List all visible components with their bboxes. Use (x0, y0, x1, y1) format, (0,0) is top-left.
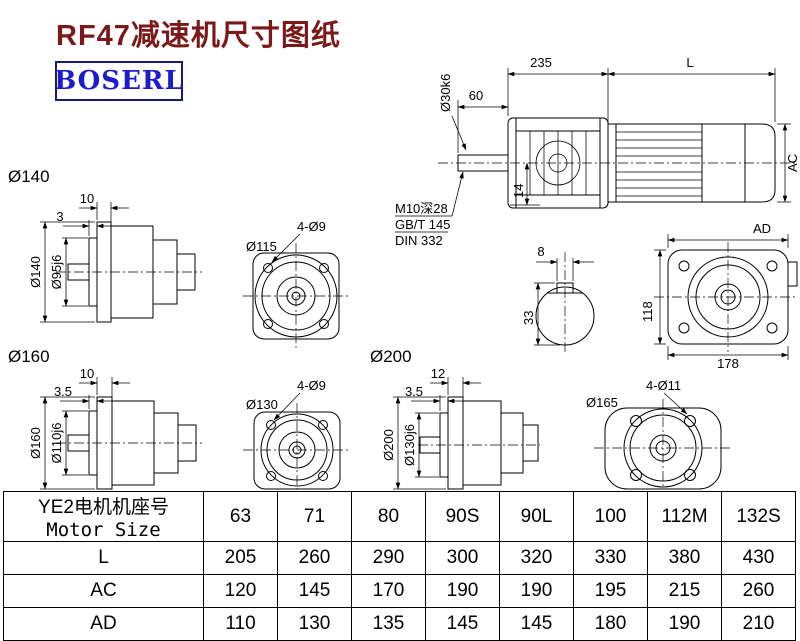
value-cell: 190 (425, 574, 500, 608)
dim-10: 10 (80, 191, 94, 206)
value-cell: 260 (277, 541, 352, 575)
size-header-cell: 112M (647, 491, 722, 542)
value-cell: 300 (425, 541, 500, 575)
dim-key-width: 8 (537, 244, 544, 259)
flange-160-title: Ø160 (8, 347, 50, 366)
dim-12: 12 (431, 366, 445, 381)
value-cell: 170 (351, 574, 426, 608)
value-cell: 110 (203, 607, 278, 641)
bolt-circle-130-label: Ø130 (246, 397, 278, 412)
value-cell: 120 (203, 574, 278, 608)
dim-L: L (686, 55, 693, 70)
bolt-circle-165-label: Ø165 (586, 395, 618, 410)
dim-dia-200: Ø200 (381, 429, 396, 461)
size-header-cell: 63 (203, 491, 278, 542)
technical-drawing: 235 L 60 Ø30k6 AC 14 M10深28 GB/T 145 DIN… (8, 55, 800, 490)
motor-size-header-cell: YE2电机机座号 Motor Size (3, 491, 204, 542)
motor-size-label-cn: YE2电机机座号 (38, 497, 169, 518)
value-cell: 430 (721, 541, 796, 575)
boserl-logo-text: BOSERL (54, 66, 184, 96)
value-cell: 290 (351, 541, 426, 575)
holes-4-dia9-label: 4-Ø9 (297, 378, 326, 393)
flange-200-side-view: Ø200 12 3.5 Ø200 Ø130j6 (370, 347, 540, 490)
row-label-cell: L (3, 541, 204, 575)
dim-dia-140: Ø140 (28, 256, 43, 288)
value-cell: 320 (499, 541, 574, 575)
gearbox-rear-view: AD 118 178 (640, 221, 798, 371)
table-header-row: YE2电机机座号 Motor Size 63 71 80 90S 90L 100… (3, 491, 796, 542)
value-cell: 180 (573, 607, 648, 641)
dim-AD: AD (753, 221, 771, 236)
dim-3-5: 3.5 (54, 384, 72, 399)
dim-178: 178 (717, 356, 739, 371)
value-cell: 145 (425, 607, 500, 641)
note-gb-standard: GB/T 145 (395, 217, 450, 232)
note-thread: M10深28 (395, 201, 448, 216)
dim-key-height: 33 (521, 311, 536, 325)
flange-115-front-view: 4-Ø9 Ø115 (243, 219, 349, 349)
dim-3-5: 3.5 (405, 384, 423, 399)
boserl-logo: BOSERL (54, 61, 184, 101)
value-cell: 145 (277, 574, 352, 608)
value-cell: 190 (647, 607, 722, 641)
value-cell: 260 (721, 574, 796, 608)
value-cell: 210 (721, 607, 796, 641)
value-cell: 145 (499, 607, 574, 641)
size-header-cell: 132S (721, 491, 796, 542)
motor-side-view (438, 117, 798, 209)
value-cell: 195 (573, 574, 648, 608)
holes-4-dia9-label: 4-Ø9 (297, 219, 326, 234)
table-row-AC: AC 120 145 170 190 190 195 215 260 (3, 574, 796, 608)
holes-4-dia11-label: 4-Ø11 (646, 378, 681, 393)
value-cell: 130 (277, 607, 352, 641)
dim-235: 235 (530, 55, 552, 70)
value-cell: 205 (203, 541, 278, 575)
size-header-cell: 71 (277, 491, 352, 542)
row-label-cell: AD (3, 607, 204, 641)
note-din-standard: DIN 332 (395, 233, 443, 248)
size-header-cell: 80 (351, 491, 426, 542)
size-header-cell: 90L (499, 491, 574, 542)
flange-165-front-view: 4-Ø11 Ø165 (586, 378, 732, 490)
flange-130-front-view: 4-Ø9 Ø130 (243, 378, 351, 490)
dim-3: 3 (56, 209, 63, 224)
value-cell: 215 (647, 574, 722, 608)
size-header-cell: 100 (573, 491, 648, 542)
dim-AC: AC (785, 154, 800, 172)
value-cell: 135 (351, 607, 426, 641)
shaft-diameter-label: Ø30k6 (438, 74, 453, 112)
flange-140-side-view: Ø140 10 3 Ø140 Ø95j6 (8, 167, 202, 323)
dim-dia-110j6: Ø110j6 (49, 423, 64, 464)
shaft-keyway-section: 8 33 (521, 244, 595, 352)
bolt-circle-115-label: Ø115 (246, 239, 277, 254)
dim-dia-160: Ø160 (28, 427, 43, 459)
motor-dimension-table: YE2电机机座号 Motor Size 63 71 80 90S 90L 100… (3, 491, 796, 641)
value-cell: 380 (647, 541, 722, 575)
value-cell: 190 (499, 574, 574, 608)
motor-dimensions: 235 L 60 Ø30k6 AC 14 M10深28 GB/T 145 DIN… (395, 55, 800, 248)
dim-60: 60 (469, 88, 483, 103)
page-title: RF47减速机尺寸图纸 (56, 20, 341, 52)
dim-118: 118 (640, 301, 655, 322)
value-cell: 330 (573, 541, 648, 575)
size-header-cell: 90S (425, 491, 500, 542)
dim-14: 14 (511, 184, 526, 198)
flange-200-title: Ø200 (370, 347, 412, 366)
flange-160-side-view: Ø160 10 3.5 Ø160 Ø110j6 (8, 347, 202, 490)
dim-dia-95j6: Ø95j6 (49, 255, 64, 290)
dim-10: 10 (80, 366, 94, 381)
table-row-L: L 205 260 290 300 320 330 380 430 (3, 541, 796, 575)
flange-140-title: Ø140 (8, 167, 50, 186)
table-row-AD: AD 110 130 135 145 145 180 190 210 (3, 607, 796, 641)
row-label-cell: AC (3, 574, 204, 608)
motor-size-label-en: Motor Size (46, 519, 161, 541)
dim-dia-130j6: Ø130j6 (402, 424, 417, 466)
